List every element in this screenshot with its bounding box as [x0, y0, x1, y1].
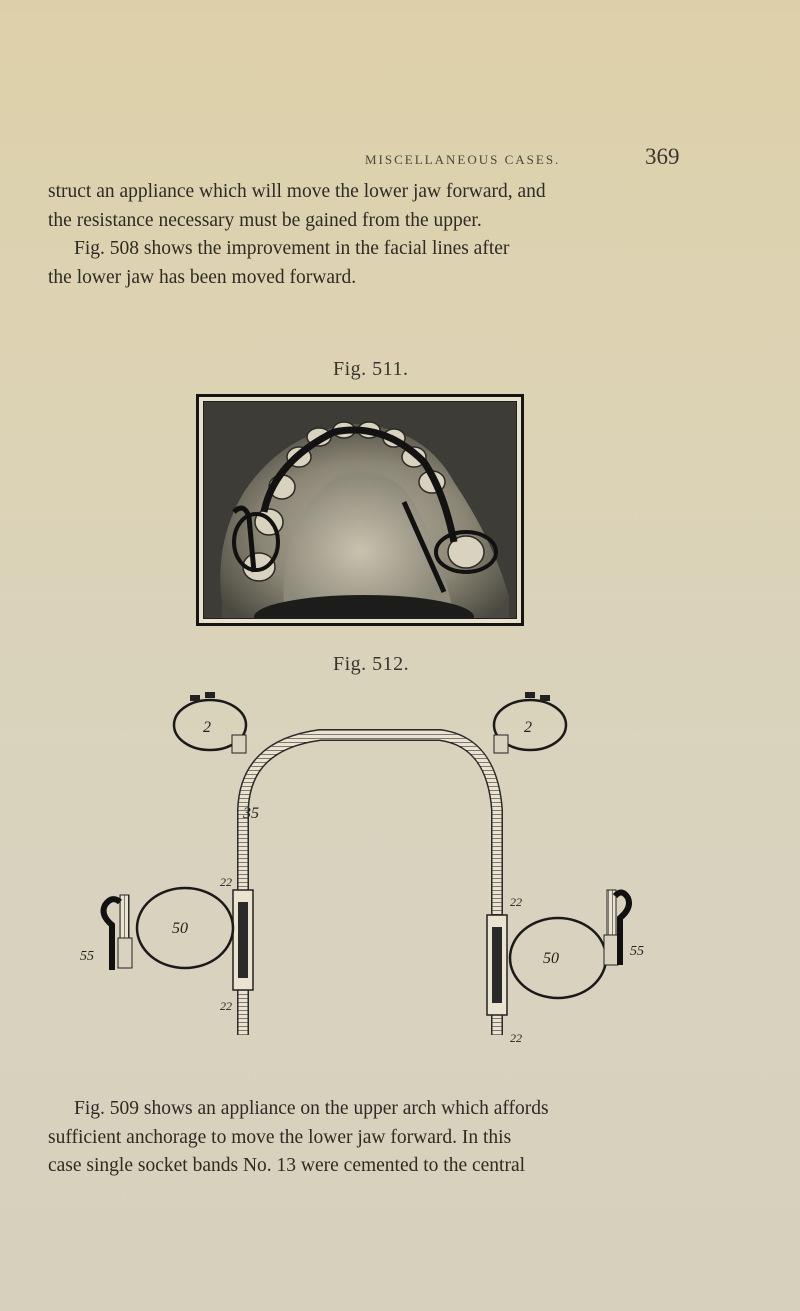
band-right-top — [492, 692, 568, 754]
text-line: Fig. 509 shows an appliance on the upper… — [74, 1098, 549, 1119]
text-line: Fig. 508 shows the improvement in the fa… — [74, 238, 510, 259]
running-head: MISCELLANEOUS CASES. — [365, 152, 561, 167]
figure-512-diagram: 2 2 50 55 50 55 35 22 22 22 22 — [60, 690, 680, 1080]
svg-text:50: 50 — [543, 950, 559, 967]
svg-text:22: 22 — [220, 999, 232, 1013]
svg-text:55: 55 — [80, 949, 94, 964]
figure-512-caption: Fig. 512. — [333, 653, 410, 675]
appliance-drawing: 2 2 50 55 50 55 35 22 22 22 22 — [80, 692, 644, 1045]
page-header: MISCELLANEOUS CASES. 369 — [0, 144, 800, 180]
svg-text:2: 2 — [203, 719, 211, 736]
figure-511-caption: Fig. 511. — [333, 358, 409, 380]
text-line: the resistance necessary must be gained … — [48, 209, 482, 231]
figure-511-photo — [196, 394, 524, 626]
svg-text:50: 50 — [172, 920, 188, 937]
band-left-top — [172, 692, 248, 754]
paragraph-3: Fig. 509 shows an appliance on the upper… — [48, 1095, 708, 1181]
paragraph-1: struct an appliance which will move the … — [48, 178, 708, 235]
svg-text:22: 22 — [510, 895, 522, 909]
text-line: the lower jaw has been moved forward. — [48, 266, 357, 288]
text-line: struct an appliance which will move the … — [48, 181, 546, 202]
page-number: 369 — [645, 144, 680, 169]
dental-cast-image — [204, 402, 516, 618]
svg-text:55: 55 — [630, 944, 644, 959]
text-line: case single socket bands No. 13 were cem… — [48, 1155, 526, 1176]
dental-cast-photo — [203, 401, 517, 619]
svg-text:35: 35 — [242, 805, 259, 822]
svg-text:22: 22 — [220, 875, 232, 889]
svg-text:22: 22 — [510, 1031, 522, 1045]
svg-text:2: 2 — [524, 719, 532, 736]
paragraph-2: Fig. 508 shows the improvement in the fa… — [48, 235, 708, 292]
text-line: sufficient anchorage to move the lower j… — [48, 1126, 512, 1148]
